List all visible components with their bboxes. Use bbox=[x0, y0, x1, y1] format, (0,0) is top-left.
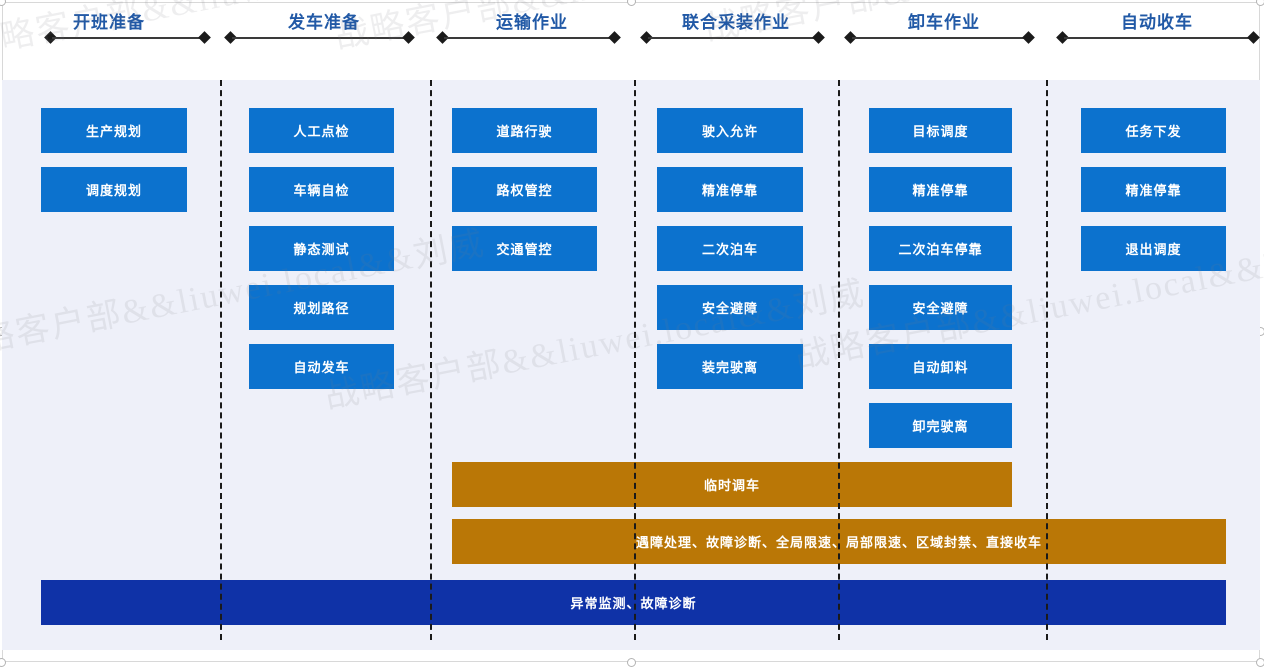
task-box[interactable]: 路权管控 bbox=[452, 167, 597, 212]
task-box[interactable]: 车辆自检 bbox=[249, 167, 394, 212]
task-box[interactable]: 人工点检 bbox=[249, 108, 394, 153]
task-box[interactable]: 交通管控 bbox=[452, 226, 597, 271]
task-box[interactable]: 调度规划 bbox=[41, 167, 187, 212]
phase-title: 运输作业 bbox=[496, 13, 568, 32]
task-box[interactable]: 道路行驶 bbox=[452, 108, 597, 153]
task-box[interactable]: 退出调度 bbox=[1081, 226, 1226, 271]
column-divider-4 bbox=[838, 80, 840, 640]
phase-connector bbox=[1050, 31, 1264, 44]
column-divider-1 bbox=[220, 80, 222, 640]
column-divider-3 bbox=[634, 80, 636, 640]
task-box[interactable]: 二次泊车 bbox=[657, 226, 803, 271]
bar-temp-dispatch[interactable]: 临时调车 bbox=[452, 462, 1012, 507]
task-box[interactable]: 精准停靠 bbox=[869, 167, 1012, 212]
resize-handle-bottom-left[interactable] bbox=[0, 658, 6, 667]
task-box[interactable]: 安全避障 bbox=[657, 285, 803, 330]
column-divider-5 bbox=[1046, 80, 1048, 640]
phase-title: 开班准备 bbox=[73, 13, 145, 32]
phase-header-5[interactable]: 卸车作业 bbox=[838, 0, 1050, 78]
phase-title: 发车准备 bbox=[288, 13, 360, 32]
task-box[interactable]: 自动发车 bbox=[249, 344, 394, 389]
task-box[interactable]: 任务下发 bbox=[1081, 108, 1226, 153]
resize-handle-top-left[interactable] bbox=[0, 0, 6, 6]
phase-connector bbox=[218, 31, 430, 44]
phase-connector bbox=[838, 31, 1050, 44]
task-box[interactable]: 规划路径 bbox=[249, 285, 394, 330]
phase-connector bbox=[430, 31, 634, 44]
diagram-panel bbox=[2, 80, 1260, 650]
phase-header-strip: 开班准备 发车准备 运输作业 bbox=[0, 0, 1264, 78]
task-box[interactable]: 装完驶离 bbox=[657, 344, 803, 389]
task-box[interactable]: 二次泊车停靠 bbox=[869, 226, 1012, 271]
task-box[interactable]: 驶入允许 bbox=[657, 108, 803, 153]
task-box[interactable]: 安全避障 bbox=[869, 285, 1012, 330]
phase-title: 卸车作业 bbox=[908, 13, 980, 32]
task-box[interactable]: 卸完驶离 bbox=[869, 403, 1012, 448]
phase-title: 联合采装作业 bbox=[682, 13, 790, 32]
task-box[interactable]: 目标调度 bbox=[869, 108, 1012, 153]
resize-handle-bottom-right[interactable] bbox=[1256, 658, 1264, 667]
resize-handle-top-center[interactable] bbox=[627, 0, 636, 6]
task-box[interactable]: 生产规划 bbox=[41, 108, 187, 153]
bar-monitoring[interactable]: 异常监测、故障诊断 bbox=[41, 580, 1226, 625]
task-box[interactable]: 静态测试 bbox=[249, 226, 394, 271]
phase-connector bbox=[0, 31, 218, 44]
phase-header-6[interactable]: 自动收车 bbox=[1050, 0, 1264, 78]
phase-title: 自动收车 bbox=[1121, 13, 1193, 32]
phase-header-1[interactable]: 开班准备 bbox=[0, 0, 218, 78]
phase-header-2[interactable]: 发车准备 bbox=[218, 0, 430, 78]
phase-connector bbox=[634, 31, 838, 44]
task-box[interactable]: 精准停靠 bbox=[657, 167, 803, 212]
resize-handle-bottom-center[interactable] bbox=[627, 658, 636, 667]
task-box[interactable]: 精准停靠 bbox=[1081, 167, 1226, 212]
column-divider-2 bbox=[430, 80, 432, 640]
phase-header-3[interactable]: 运输作业 bbox=[430, 0, 634, 78]
phase-header-4[interactable]: 联合采装作业 bbox=[634, 0, 838, 78]
resize-handle-top-right[interactable] bbox=[1256, 0, 1264, 6]
task-box[interactable]: 自动卸料 bbox=[869, 344, 1012, 389]
